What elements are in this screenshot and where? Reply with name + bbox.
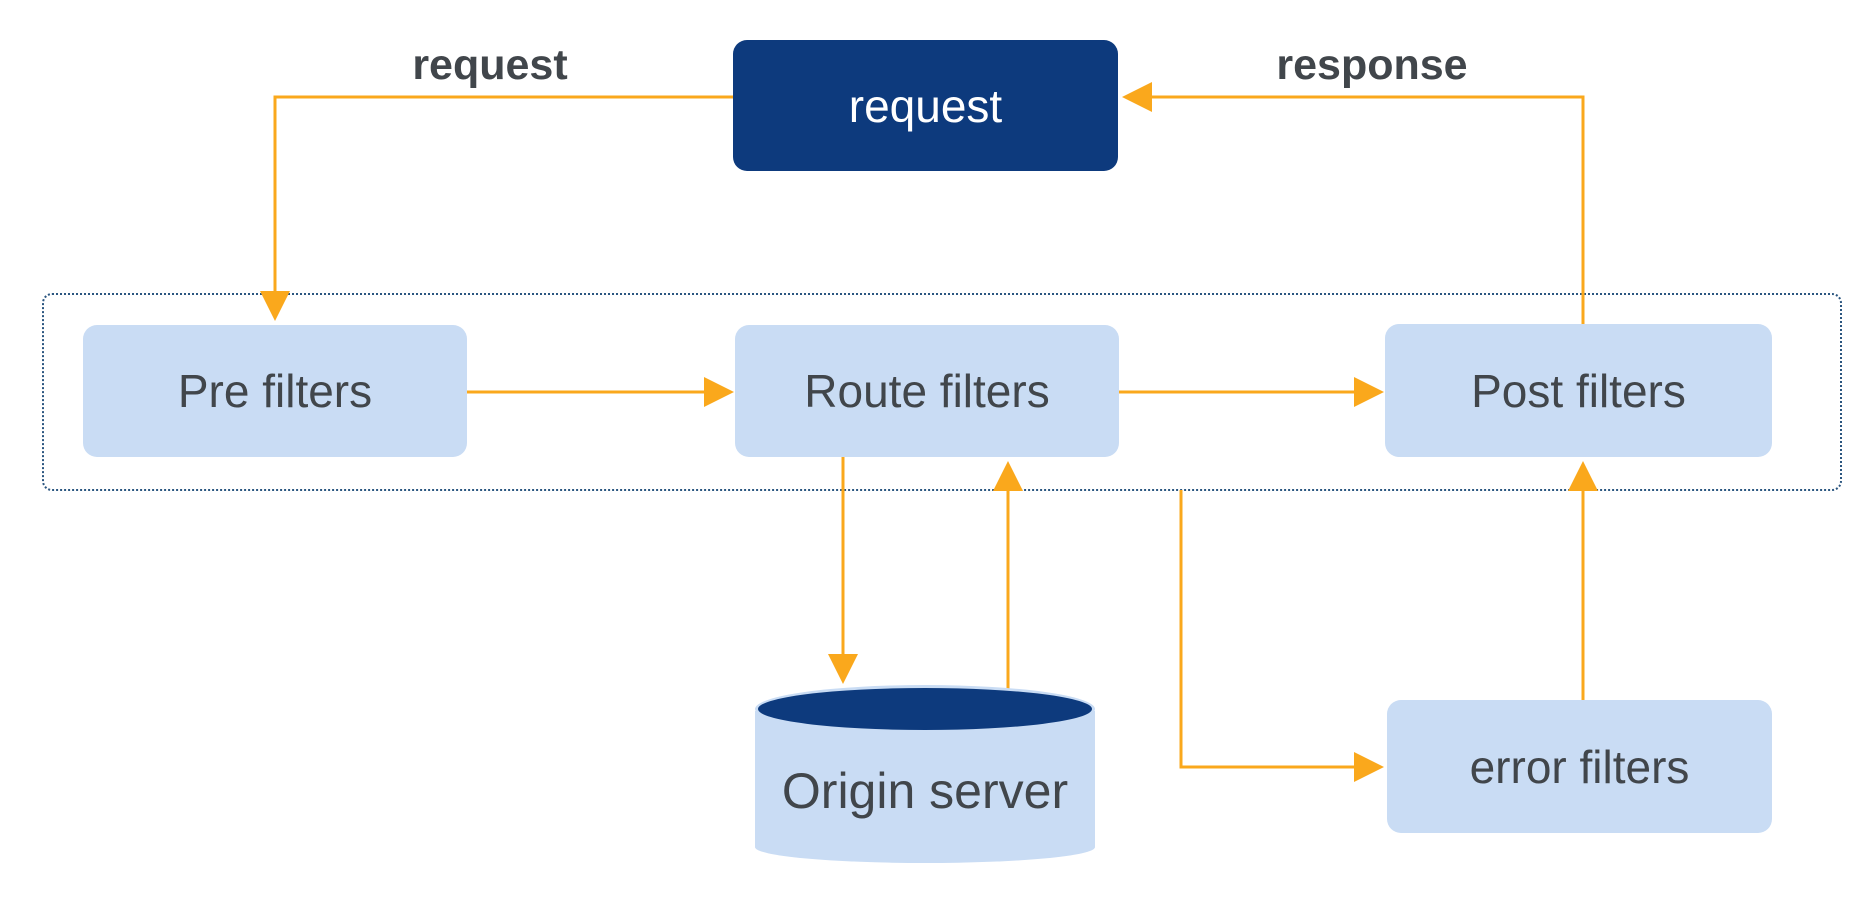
edge-label-response: response (1276, 41, 1468, 89)
node-pre-filters: Pre filters (83, 325, 467, 457)
edge-filters-container-to-error-filters (1179, 490, 1384, 782)
edge-label-request: request (412, 41, 568, 89)
node-request: request (733, 40, 1118, 171)
node-route-filters-label: Route filters (804, 365, 1050, 417)
edge-request-to-pre-filters (260, 95, 733, 321)
node-error-filters-label: error filters (1469, 740, 1690, 793)
node-post-filters: Post filters (1385, 324, 1772, 457)
database-cylinder-icon (755, 685, 1095, 733)
edge-post-filters-to-request-response (1122, 82, 1585, 325)
cylinder-body (755, 711, 1095, 863)
filters-container (42, 293, 1842, 491)
node-route-filters: Route filters (735, 325, 1119, 457)
node-request-label: request (848, 79, 1003, 132)
node-error-filters: error filters (1387, 700, 1772, 833)
node-post-filters-label: Post filters (1471, 364, 1686, 417)
node-pre-filters-label: Pre filters (177, 365, 373, 417)
node-origin-server-label: Origin server (781, 763, 1069, 819)
node-origin-server: Origin server (755, 685, 1095, 863)
